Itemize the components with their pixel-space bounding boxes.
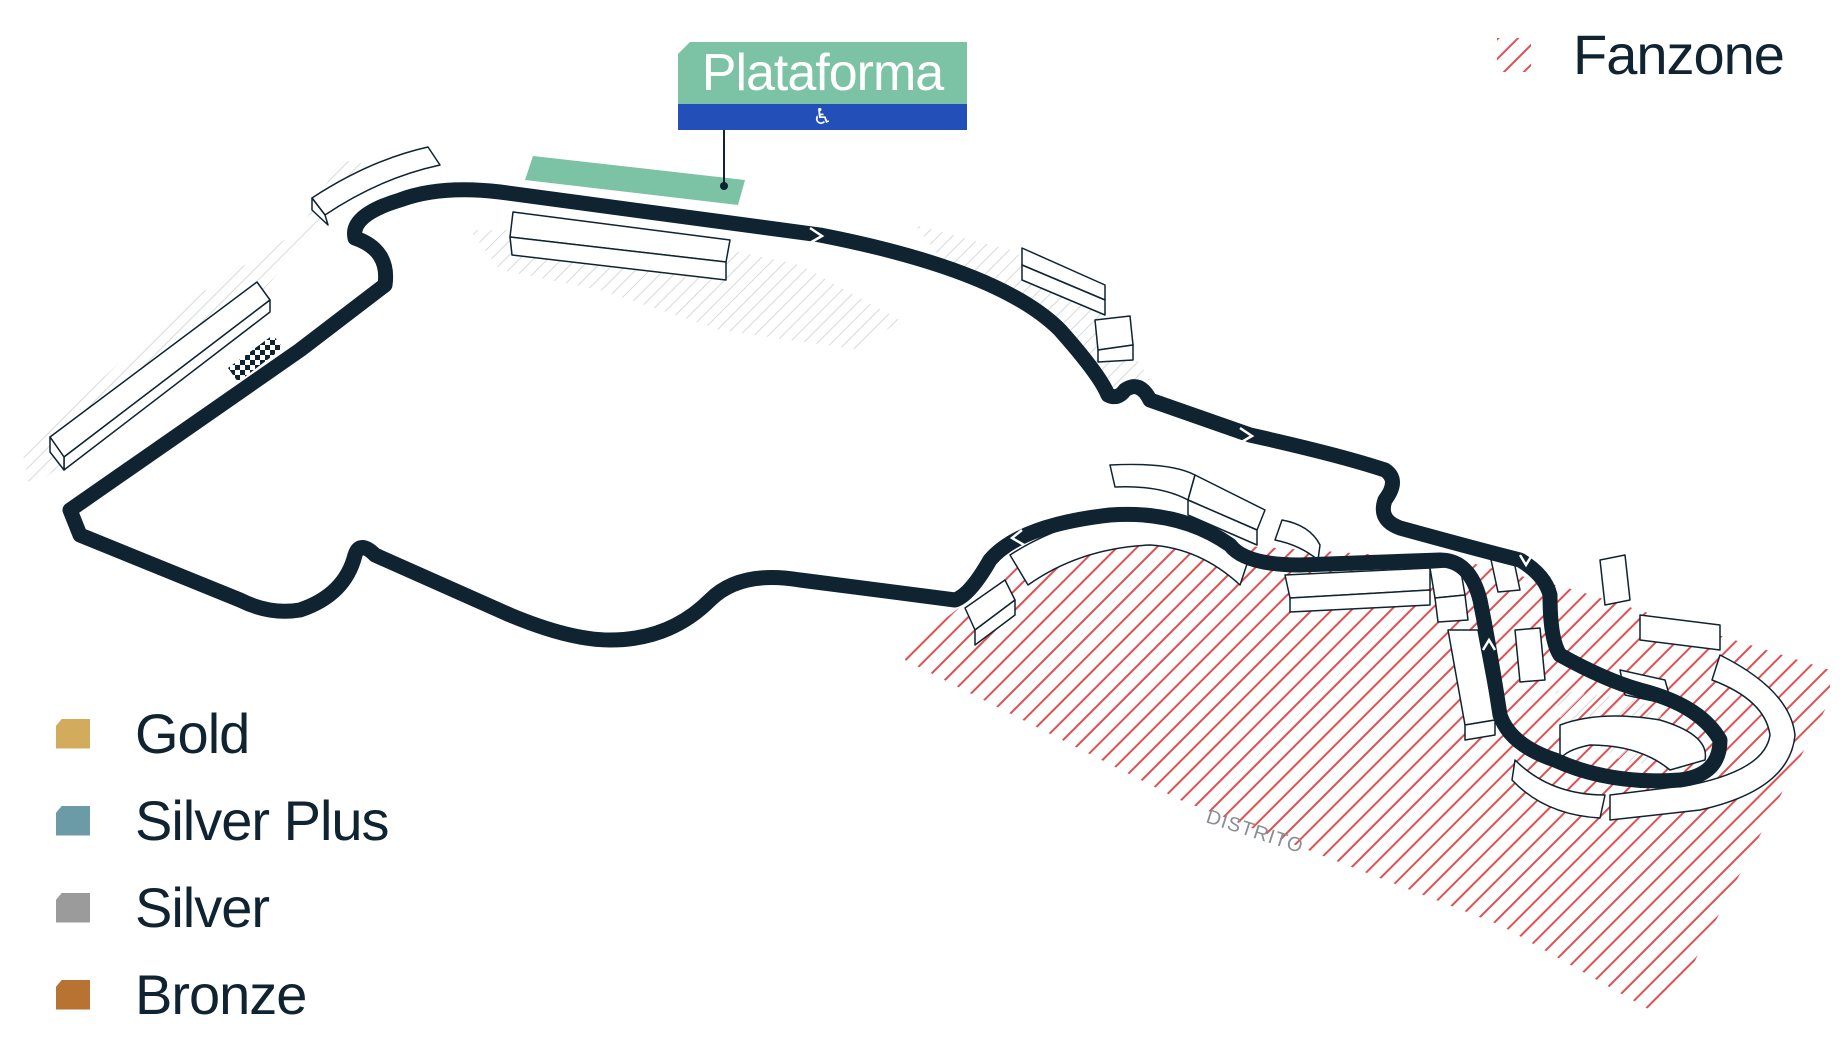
legend-label: Silver Plus — [135, 789, 390, 852]
platform-strip — [525, 156, 745, 205]
legend-label: Silver — [135, 876, 270, 939]
platform-label: Plataforma ♿ — [678, 42, 967, 130]
wheelchair-icon: ♿ — [812, 104, 833, 129]
fanzone-swatch — [1497, 37, 1531, 72]
race-track — [62, 182, 1728, 789]
legend-item-silver-plus: Silver Plus — [56, 777, 390, 864]
fanzone-legend: Fanzone — [1497, 22, 1785, 87]
platform-leader-dot — [720, 182, 728, 190]
legend-swatch-silver-plus — [56, 805, 90, 836]
fanzone-label: Fanzone — [1573, 23, 1785, 86]
platform-name: Plataforma — [678, 42, 967, 104]
fanzone-area — [905, 540, 1830, 1010]
legend-item-silver: Silver — [56, 864, 389, 951]
start-finish-line — [228, 335, 283, 382]
ticket-legend: Gold Silver Plus Silver Bronze — [56, 690, 390, 1038]
direction-arrows — [487, 226, 1534, 651]
legend-swatch-silver — [56, 892, 90, 923]
legend-swatch-gold — [56, 718, 90, 749]
legend-swatch-bronze — [56, 979, 90, 1010]
legend-label: Bronze — [135, 963, 307, 1026]
legend-label: Gold — [135, 702, 250, 765]
legend-item-gold: Gold — [56, 690, 389, 777]
grandstands — [49, 146, 1796, 821]
platform-access-bar: ♿ — [678, 104, 967, 130]
legend-item-bronze: Bronze — [56, 951, 389, 1038]
